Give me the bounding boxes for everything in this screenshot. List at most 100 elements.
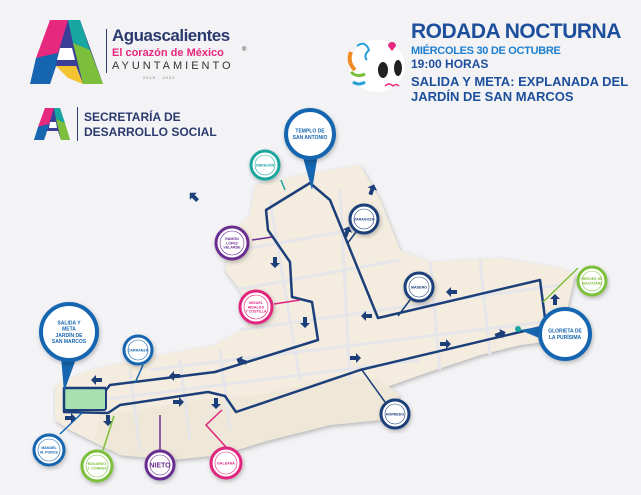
- street-marker-inner-ring: [243, 294, 269, 320]
- pin-label: JARDÍN DE: [56, 331, 84, 339]
- street-marker-inner-ring: [149, 454, 171, 476]
- blocks-north: [55, 165, 575, 450]
- direction-arrow-icon: [550, 294, 560, 305]
- pin-label: SALIDA Y: [57, 320, 81, 326]
- event-place-line1: SALIDA Y META: EXPLANADA DEL: [411, 74, 629, 89]
- street-marker-inner-ring: [581, 270, 603, 292]
- pin-circle: [284, 108, 336, 160]
- leader-line: [204, 409, 227, 448]
- direction-arrow-icon: [169, 371, 180, 381]
- secretaria-logo-icon: [34, 108, 70, 140]
- secretaria-name: SECRETARÍA DE DESARROLLO SOCIAL: [84, 110, 217, 140]
- event-time: 19:00 HORAS: [411, 57, 489, 71]
- street-marker-inner-ring: [219, 230, 245, 256]
- event-title: RODADA NOCTURNA: [411, 20, 621, 43]
- leader-line: [273, 299, 301, 305]
- pin-circle: [39, 302, 99, 362]
- street-marker-circle: [209, 446, 243, 480]
- leader-line: [59, 412, 83, 435]
- direction-arrow-icon: [342, 226, 353, 238]
- street-label: NIETO: [149, 462, 171, 469]
- calavera-icon: [347, 40, 405, 92]
- pin-label: META: [62, 327, 76, 333]
- pin-circle: [538, 307, 592, 361]
- street-marker-circle: [238, 289, 274, 325]
- street-label: HORNEDO: [386, 412, 405, 416]
- street-label: Y COSTILLA: [245, 310, 267, 314]
- street-label: M. PONCE: [40, 450, 58, 454]
- logo-tagline: El corazón de México: [112, 47, 224, 59]
- street-marker-circle: [32, 433, 66, 467]
- street-label: MADERO: [411, 285, 427, 289]
- direction-arrow-icon: [211, 398, 221, 409]
- street-marker-inner-ring: [254, 154, 276, 176]
- pin-label: TEMPLO DE: [295, 129, 325, 135]
- direction-arrow-icon: [367, 184, 378, 196]
- street-marker-madero: MADERO: [397, 271, 435, 317]
- event-date: MIÉRCOLES 30 DE OCTUBRE: [411, 45, 561, 57]
- street-label: MANUEL: [41, 446, 57, 450]
- jardin-san-marcos-park: [63, 387, 107, 411]
- logo-period: 2019 - 2021: [143, 75, 176, 80]
- street-label: ZARAGOZA: [354, 217, 375, 221]
- street-label: VELARDE: [223, 246, 241, 250]
- pin-tail: [302, 154, 318, 190]
- leader-line: [134, 364, 144, 384]
- direction-arrow-icon: [173, 397, 184, 407]
- leader-line: [346, 231, 357, 245]
- direction-arrow-icon: [103, 415, 113, 426]
- direction-arrow-icon: [446, 287, 457, 297]
- direction-arrow-icon: [236, 355, 248, 366]
- street-marker-inner-ring: [127, 339, 149, 361]
- street-marker-inner-ring: [353, 208, 375, 230]
- logo-brand: Aguascalientes: [112, 26, 230, 45]
- direction-arrow-icon: [300, 317, 310, 328]
- street-marker-hornedo: HORNEDO: [361, 369, 411, 430]
- direction-arrow-icon: [270, 257, 280, 268]
- street-marker-circle: [80, 449, 114, 483]
- street-label: HIDALGO: [248, 305, 265, 309]
- pin-tail: [520, 326, 544, 340]
- pin-label: SAN ANTONIO: [293, 135, 328, 141]
- street-marker-inner-ring: [85, 454, 109, 478]
- direction-arrow-icon: [440, 339, 451, 349]
- leader-line: [542, 267, 579, 303]
- street-marker-circle: [214, 225, 250, 261]
- secretaria-line1: SECRETARÍA DE: [84, 110, 181, 124]
- street-marker-inner-ring: [384, 403, 406, 425]
- direction-arrow-icon: [91, 375, 102, 385]
- street-label: CARRANZA: [128, 348, 149, 352]
- street-label: HÉROES DE: [581, 276, 603, 281]
- leader-line: [397, 299, 411, 317]
- blocks-south: [95, 375, 400, 460]
- street-marker-carranza: CARRANZA: [122, 334, 154, 384]
- street-label: GALEANA: [217, 461, 235, 465]
- street-marker-inner-ring: [214, 451, 238, 475]
- direction-arrow-icon: [494, 328, 506, 339]
- leader-line: [280, 179, 286, 191]
- direction-arrow-icon: [189, 192, 199, 202]
- direction-arrow-icon: [361, 311, 372, 321]
- event-place: SALIDA Y META: EXPLANADA DEL JARDÍN DE S…: [411, 74, 628, 104]
- leader-line: [102, 415, 115, 451]
- pin-label: GLORIETA DE: [548, 329, 582, 335]
- pin-label: LA PURÍSIMA: [549, 333, 582, 341]
- street-label: OBREGÓN: [256, 162, 275, 167]
- secretaria-line2: DESARROLLO SOCIAL: [84, 125, 217, 139]
- street-label: MIGUEL: [249, 301, 264, 305]
- direction-arrow-icon: [350, 353, 361, 363]
- street-label: RAMÓN: [225, 236, 239, 241]
- street-marker-inner-ring: [408, 276, 430, 298]
- street-marker-obregon: OBREGÓN: [249, 149, 286, 191]
- registered-mark: ®: [242, 47, 247, 53]
- leader-line: [361, 369, 386, 403]
- leader-line: [251, 236, 273, 241]
